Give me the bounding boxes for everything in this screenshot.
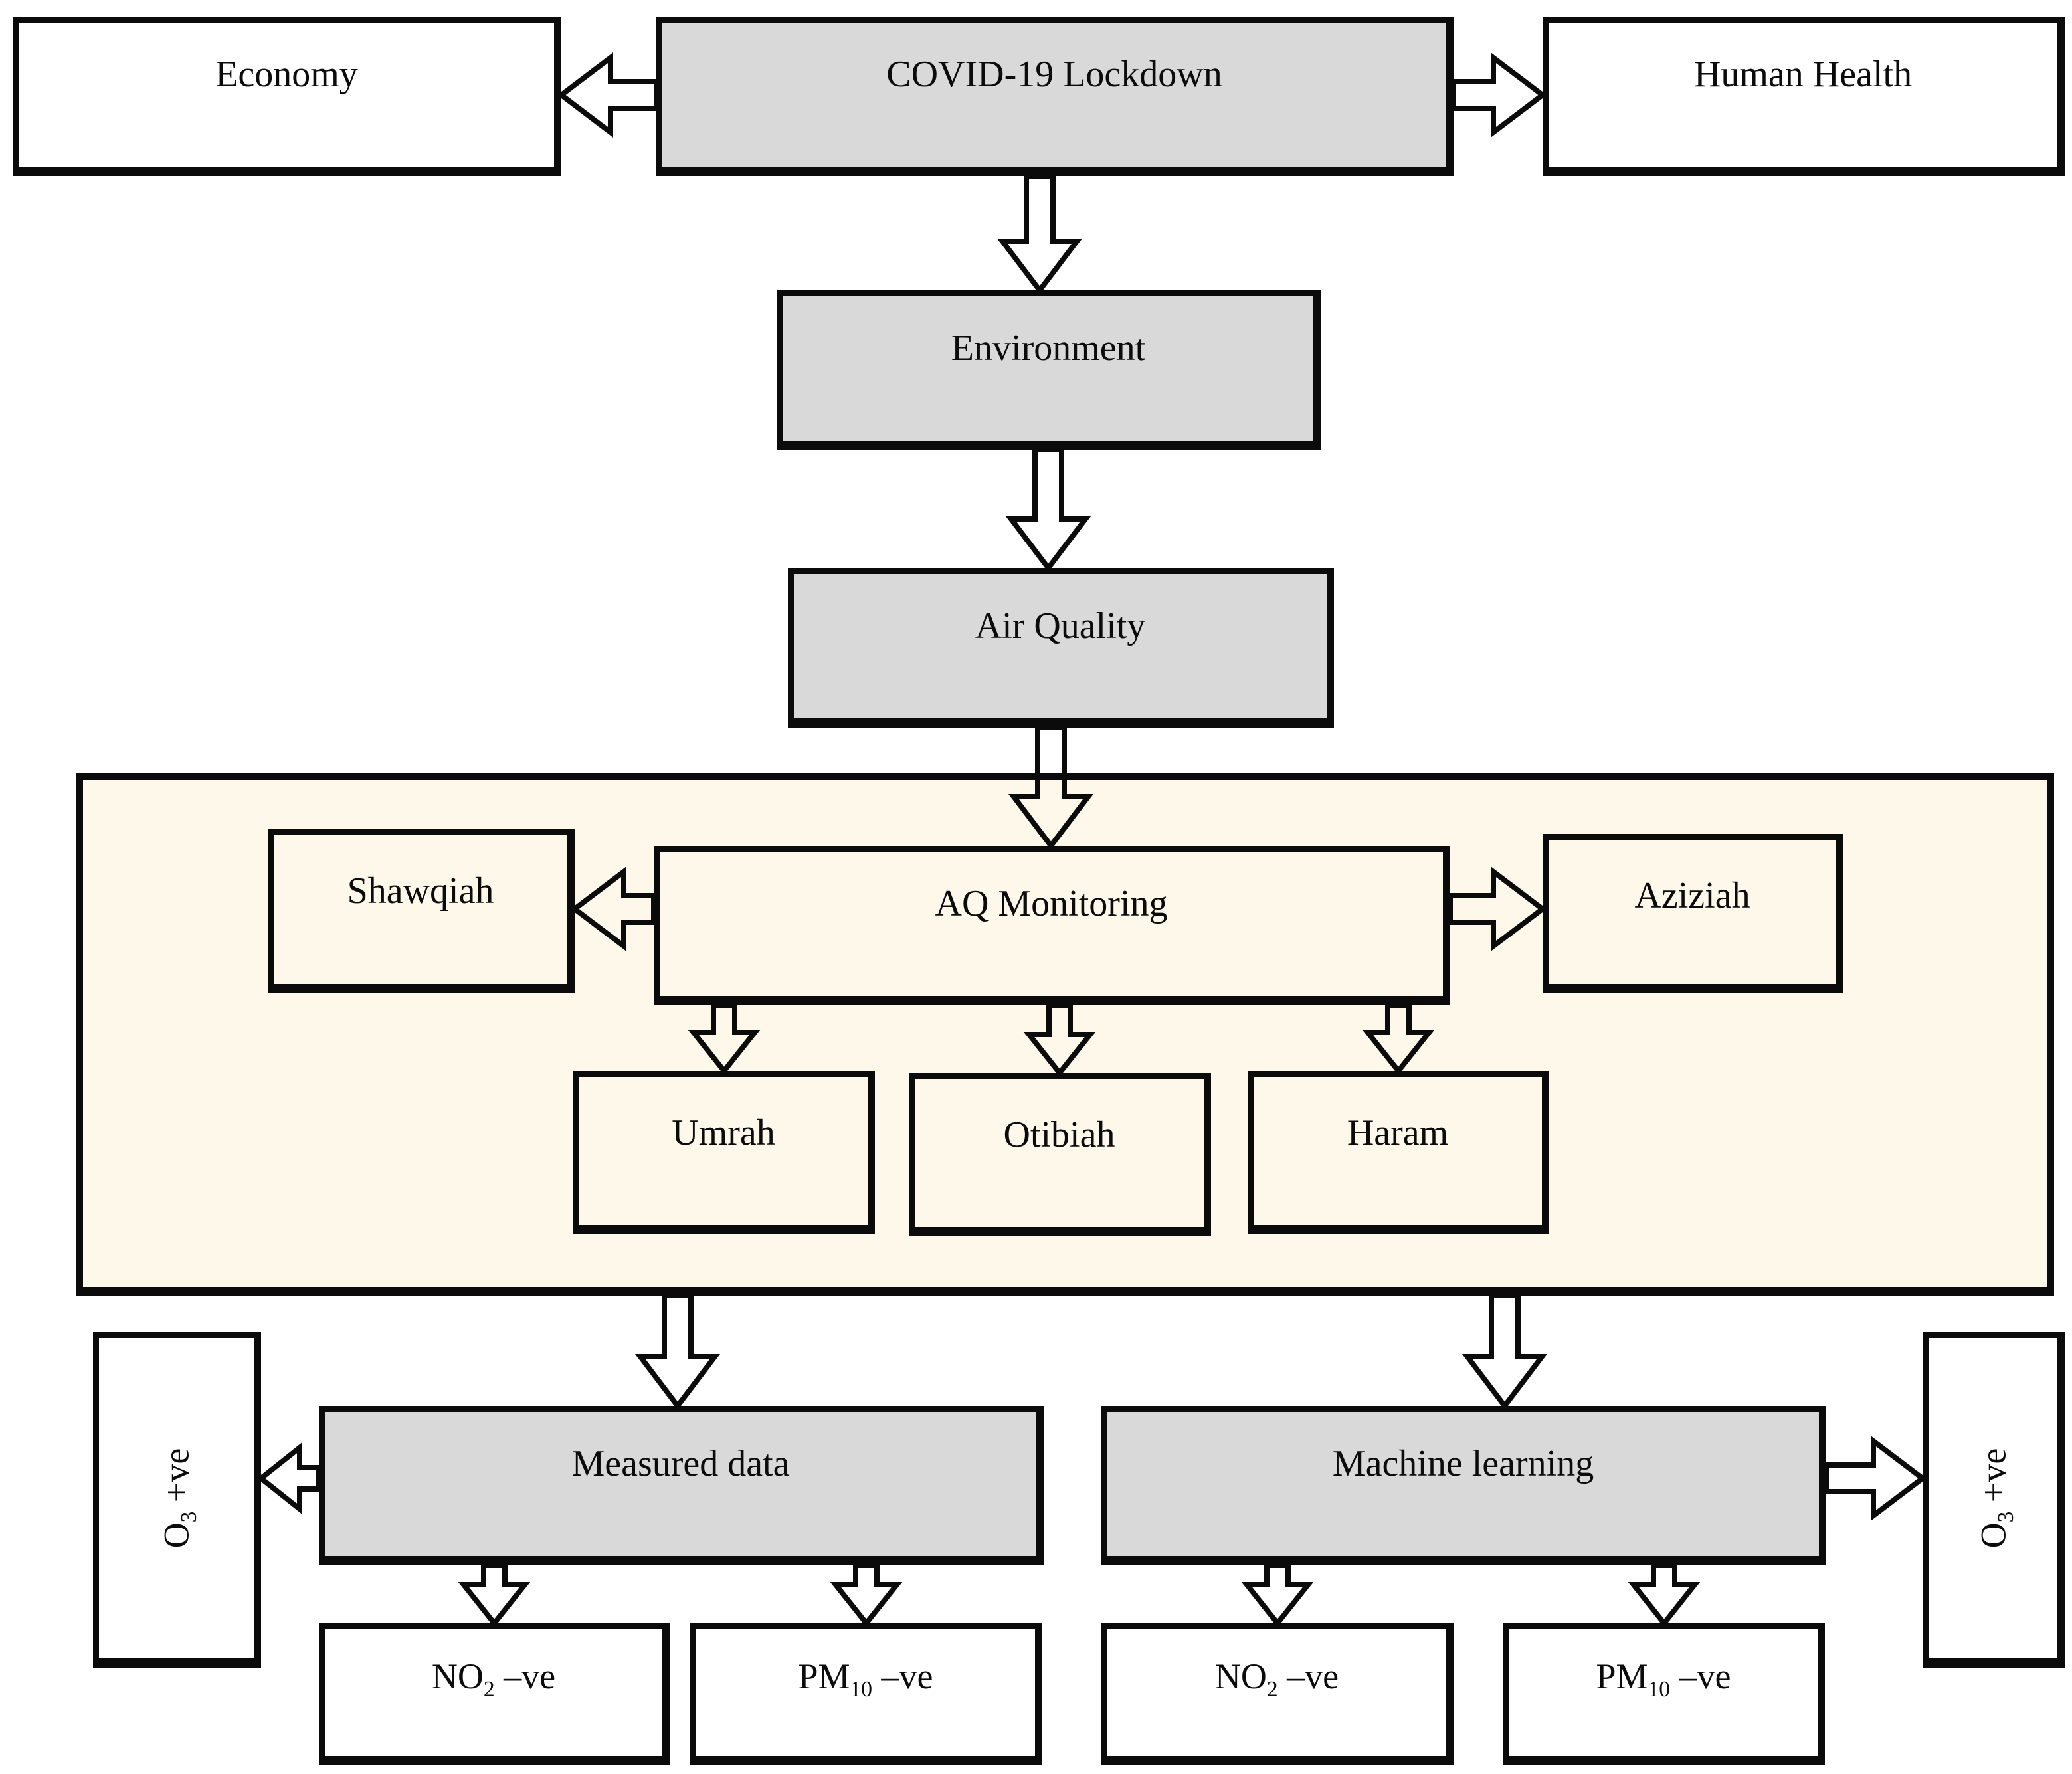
pm10-measured-label: PM10 –ve <box>798 1656 933 1702</box>
arrow-measured-data-to-o3-measured <box>256 1442 322 1515</box>
node-no2-measured: NO2 –ve <box>319 1623 670 1765</box>
arrow-measured-data-to-no2-measured <box>458 1563 531 1628</box>
node-aziziah: Aziziah <box>1543 834 1843 993</box>
node-no2-ml: NO2 –ve <box>1101 1623 1454 1765</box>
arrow-environment-to-air-quality <box>1005 447 1091 573</box>
node-economy: Economy <box>13 17 561 176</box>
air-quality-label: Air Quality <box>975 605 1146 646</box>
arrow-measured-data-to-pm10-measured <box>830 1563 903 1628</box>
arrow-covid-lockdown-to-human-health <box>1451 52 1547 138</box>
covid-lockdown-label: COVID-19 Lockdown <box>886 54 1222 95</box>
human-health-label: Human Health <box>1693 54 1913 95</box>
shawqiah-label: Shawqiah <box>347 870 494 912</box>
node-umrah: Umrah <box>573 1071 875 1234</box>
o3-measured-label: O3 +ve <box>156 1448 202 1549</box>
node-o3-measured: O3 +ve <box>93 1332 261 1668</box>
arrow-machine-learning-to-no2-ml <box>1241 1563 1314 1628</box>
otibiah-label: Otibiah <box>1003 1114 1115 1155</box>
node-aq-monitoring: AQ Monitoring <box>654 846 1450 1005</box>
economy-label: Economy <box>215 54 358 95</box>
haram-label: Haram <box>1347 1112 1449 1153</box>
arrow-monitoring-panel-to-measured-data <box>634 1293 721 1411</box>
arrow-covid-lockdown-to-economy <box>557 52 659 138</box>
node-environment: Environment <box>777 290 1321 450</box>
node-shawqiah: Shawqiah <box>268 829 575 993</box>
node-air-quality: Air Quality <box>788 568 1334 728</box>
aziziah-label: Aziziah <box>1634 875 1750 916</box>
node-pm10-measured: PM10 –ve <box>690 1623 1042 1765</box>
o3-ml-label: O3 +ve <box>1973 1448 2018 1549</box>
node-otibiah: Otibiah <box>909 1073 1211 1236</box>
umrah-label: Umrah <box>672 1112 775 1153</box>
no2-ml-label: NO2 –ve <box>1214 1656 1339 1702</box>
no2-measured-label: NO2 –ve <box>431 1656 556 1702</box>
node-haram: Haram <box>1248 1071 1549 1234</box>
environment-label: Environment <box>951 328 1146 369</box>
aq-monitoring-label: AQ Monitoring <box>935 883 1168 924</box>
measured-data-label: Measured data <box>571 1443 790 1484</box>
node-o3-ml: O3 +ve <box>1923 1332 2065 1668</box>
arrow-machine-learning-to-pm10-ml <box>1628 1563 1701 1628</box>
node-machine-learning: Machine learning <box>1101 1406 1826 1565</box>
node-measured-data: Measured data <box>319 1406 1044 1565</box>
node-human-health: Human Health <box>1543 17 2065 176</box>
arrow-monitoring-panel-to-machine-learning <box>1461 1293 1548 1411</box>
pm10-ml-label: PM10 –ve <box>1596 1656 1731 1702</box>
machine-learning-label: Machine learning <box>1332 1443 1594 1484</box>
node-pm10-ml: PM10 –ve <box>1503 1623 1825 1765</box>
arrow-machine-learning-to-o3-ml <box>1824 1435 1927 1522</box>
arrow-covid-lockdown-to-environment <box>996 173 1083 295</box>
node-covid-lockdown: COVID-19 Lockdown <box>656 17 1454 176</box>
